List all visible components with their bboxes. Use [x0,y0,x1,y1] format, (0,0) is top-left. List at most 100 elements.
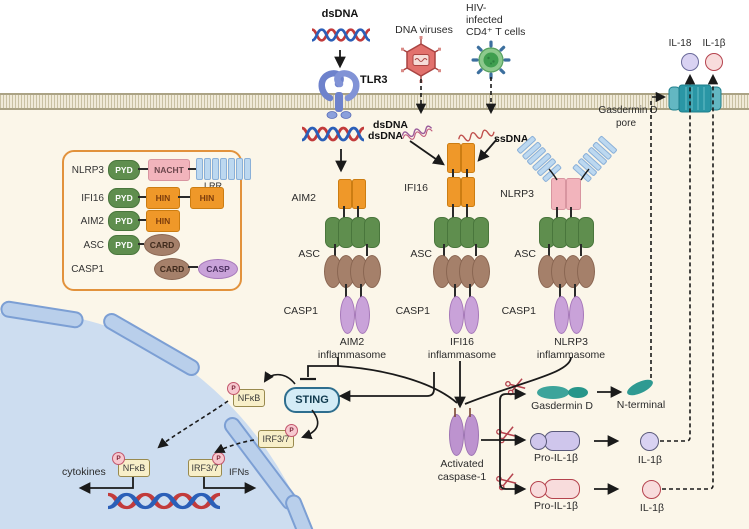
hin-domain-chip: HIN [146,187,180,209]
phospho-badge: P [212,452,225,465]
connector [469,284,471,297]
aim2-hin-domain [352,179,366,209]
asc-label: ASC [410,248,432,260]
ifi16-hin-domain [447,143,461,173]
pro-il1b-label: Pro-IL-1β [534,452,578,464]
dna-helix-icon [311,28,371,42]
connector [556,207,558,218]
pro-il1b-purple-head [530,433,547,450]
legend-name-asc: ASC [83,240,104,251]
asc-pyd-layer [473,217,489,248]
legend-name-casp1: CASP1 [71,264,104,275]
legend-connector [138,219,146,221]
phospho-badge: P [227,382,240,395]
infected-tcell-icon [471,40,511,80]
legend-connector [138,243,144,245]
hiv-label-line3: CD4⁺ T cells [466,26,526,38]
il1b-label: IL-1β [637,454,663,466]
connector [574,284,576,297]
il1b-pink-icon [642,480,661,499]
card-domain-chip: CARD [154,258,190,280]
legend-name-nlrp3: NLRP3 [71,165,104,176]
asc-label: ASC [514,248,536,260]
gasdermin-d-label: Gasdermin D [531,400,593,412]
nlrp3-nacht-domain [551,178,566,210]
casp1-label: CASP1 [501,305,536,317]
gasdermin-d-icon [537,386,569,399]
lrr-label: LRR [204,181,223,191]
phospho-badge: P [285,424,298,437]
ssdna-label: ssDNA [494,133,529,145]
ifi16-hin-domain [461,143,475,173]
gasdermin-pore-icon [668,84,722,113]
nlrp3-inflammasome-title: NLRP3 [554,336,588,348]
pyd-domain-chip: PYD [108,188,140,208]
casp1-label: CASP1 [283,305,318,317]
tlr3-receptor-icon [318,70,360,119]
casp1-oval [449,296,464,334]
casp1-oval [464,296,479,334]
connector [443,244,445,256]
asc-label: ASC [298,248,320,260]
casp-domain-chip: CASP [198,259,238,279]
dsdna-label: dsDNA [321,8,359,20]
irf37-box-cytoplasm: IRF3/7 [258,430,294,448]
hiv-label-line1: HIV- [466,2,487,14]
il1b-vesicle [705,53,723,71]
asc-pyd-layer [578,217,594,248]
nlrp3-nacht-domain [566,178,581,210]
il18-label: IL-18 [668,38,692,49]
legend-connector [138,196,146,198]
connector [452,204,454,218]
connector [466,169,468,179]
lrr-domain-chip [196,158,251,180]
nfkb-box-cytoplasm: NFκB [233,389,265,407]
connector [559,284,561,297]
gasdermin-pore-label-line1: Gasdermin D [598,105,658,116]
casp1-oval [340,296,355,334]
asc-card-layer [577,255,595,288]
aim2-sensor-label: AIM2 [291,192,316,204]
dna-helix-icon [301,126,365,142]
nlrp3-sensor-label: NLRP3 [500,188,534,200]
aim2-inflammasome-title: AIM2 [339,336,365,348]
connector [454,284,456,297]
pyd-domain-chip: PYD [108,211,140,231]
casp1-oval [355,296,370,334]
casp1-oval [569,296,584,334]
casp1-label: CASP1 [395,305,430,317]
ifns-label: IFNs [229,467,250,478]
card-domain-chip: CARD [144,234,180,256]
hin-domain-chip: HIN [146,210,180,232]
activated-caspase1-oval [449,414,464,456]
tlr3-label: TLR3 [360,74,388,86]
nfkb-box-nucleus: NFκB [118,459,150,477]
activated-caspase1-oval [464,414,479,456]
connector [452,169,454,179]
il1b-purple-icon [640,432,659,451]
ifi16-sensor-label: IFI16 [404,182,428,194]
sting-pill: STING [284,387,340,413]
connector [466,204,468,218]
casp1-oval [554,296,569,334]
legend-connector [188,168,196,170]
il1b-label: IL-1β [639,502,665,514]
connector [366,244,368,256]
ifi16-inflammasome-title: inflammasome [427,349,497,361]
il18-vesicle [681,53,699,71]
ifi16-hin-domain [447,177,461,207]
cytokines-label: cytokines [62,466,106,478]
legend-connector [188,266,198,268]
pro-il1b-label: Pro-IL-1β [534,500,578,512]
hiv-label-line2: infected [466,14,503,26]
asc-card-layer [472,255,490,288]
legend-connector [178,196,190,198]
pro-il1b-purple-body [544,431,580,451]
ifi16-inflammasome-title: IFI16 [450,336,474,348]
connector [343,206,345,218]
activated-caspase1-label: Activated [440,458,484,470]
legend-connector [138,168,148,170]
il1b-label: IL-1β [702,38,726,49]
gasdermin-d-icon [568,387,588,398]
